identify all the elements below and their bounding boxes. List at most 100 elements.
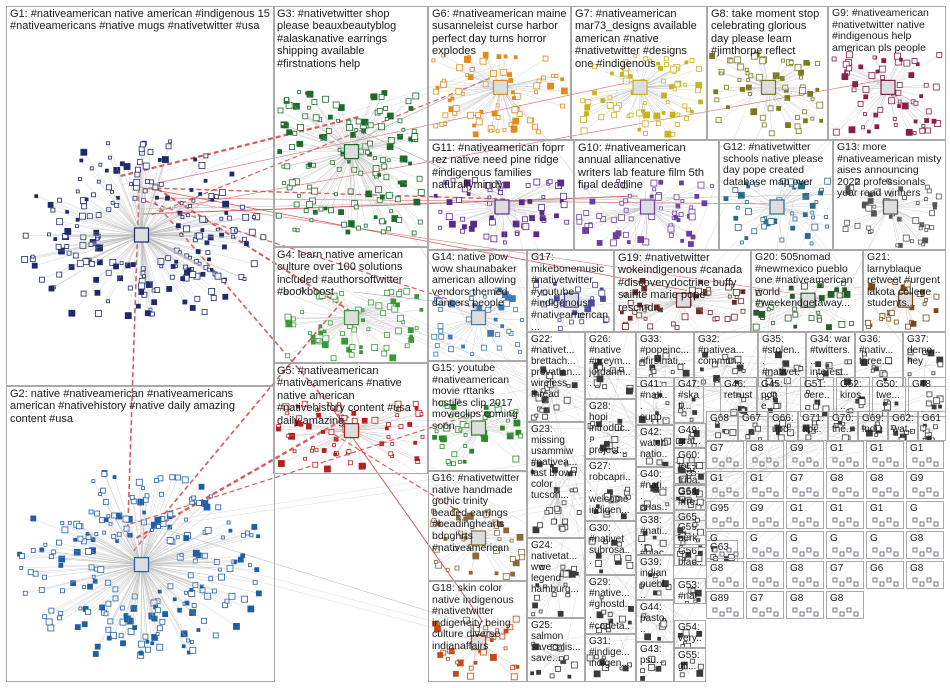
network-node: [196, 250, 200, 254]
network-node: [760, 522, 764, 526]
network-node: [111, 201, 114, 204]
group-label: G51: oere...: [804, 379, 830, 412]
network-node: [675, 82, 680, 87]
network-node: [817, 102, 823, 108]
network-node: [243, 278, 246, 281]
group-nodes: [707, 562, 743, 588]
network-node: [729, 59, 733, 63]
network-node: [312, 99, 317, 104]
network-node: [624, 199, 628, 203]
network-node: [508, 73, 512, 77]
network-node: [511, 126, 517, 132]
network-node: [655, 194, 661, 200]
network-node: [913, 548, 917, 552]
network-node: [436, 86, 439, 89]
network-node: [348, 221, 354, 227]
network-node: [287, 434, 290, 437]
network-node: [216, 505, 221, 510]
network-node: [923, 238, 928, 243]
network-node: [324, 345, 327, 348]
network-node: [807, 62, 810, 65]
network-node: [503, 241, 506, 244]
network-node: [793, 518, 797, 522]
network-node: [833, 488, 837, 492]
network-node: [796, 129, 801, 134]
group-label: G55: gli...: [678, 650, 702, 672]
network-node: [810, 242, 813, 245]
network-node: [97, 260, 102, 265]
network-node: [201, 229, 204, 232]
group-nodes: [787, 532, 823, 558]
group-panel-g64: G64: #fre...: [674, 484, 706, 510]
network-node: [904, 60, 910, 66]
network-node: [141, 267, 145, 271]
network-node: [803, 110, 807, 114]
group-label: G67: [742, 413, 764, 424]
network-node: [310, 219, 313, 222]
network-node: [457, 198, 462, 203]
network-node: [889, 98, 895, 104]
network-node: [715, 433, 720, 438]
network-node: [527, 118, 532, 123]
network-node: [473, 132, 478, 137]
network-node: [434, 352, 438, 356]
network-node: [874, 113, 878, 117]
network-node: [780, 238, 784, 242]
network-node: [435, 344, 439, 348]
hub-node: [884, 200, 898, 214]
network-node: [181, 277, 185, 281]
network-node: [843, 227, 848, 232]
network-node: [105, 169, 108, 172]
network-node: [833, 518, 837, 522]
network-node: [107, 636, 111, 640]
network-node: [209, 577, 213, 581]
network-node: [483, 82, 488, 87]
network-node: [638, 237, 644, 243]
network-node: [190, 647, 196, 653]
network-node: [452, 462, 456, 466]
network-node: [408, 328, 413, 333]
network-node: [713, 608, 717, 612]
network-node: [535, 414, 538, 417]
network-node: [331, 356, 336, 361]
network-node: [512, 107, 518, 113]
network-node: [518, 350, 521, 353]
network-node: [368, 141, 373, 146]
network-node: [684, 83, 687, 86]
group-panel-g26: G26: #native #preym... jordanm...: [585, 332, 636, 399]
network-node: [905, 324, 910, 329]
network-node: [847, 548, 851, 552]
network-node: [513, 221, 519, 227]
network-node: [814, 462, 818, 466]
network-node: [745, 68, 748, 71]
network-node: [511, 674, 517, 680]
network-node: [644, 317, 647, 320]
network-node: [389, 452, 393, 456]
group-nodes: [707, 532, 743, 558]
group-panel-g4: G4: learn native american culture over 1…: [273, 247, 428, 363]
group-panel-small: G1: [706, 471, 744, 499]
network-node: [83, 259, 89, 265]
group-nodes: [707, 442, 743, 468]
network-node: [243, 214, 249, 220]
network-node: [196, 233, 202, 239]
network-node: [311, 449, 314, 452]
network-node: [913, 518, 917, 522]
network-node: [656, 666, 661, 671]
network-node: [402, 128, 405, 131]
network-node: [726, 106, 729, 109]
network-node: [699, 100, 703, 104]
network-node: [32, 263, 37, 268]
network-node: [758, 438, 761, 440]
group-label: G70: the...: [832, 413, 854, 441]
network-node: [730, 429, 736, 435]
network-node: [866, 320, 871, 325]
node-edge: [910, 366, 926, 374]
network-node: [727, 548, 731, 552]
network-node: [294, 202, 299, 207]
network-node: [752, 229, 757, 234]
network-node: [190, 305, 195, 310]
network-node: [833, 578, 837, 582]
network-node: [409, 337, 414, 342]
network-node: [348, 189, 353, 194]
